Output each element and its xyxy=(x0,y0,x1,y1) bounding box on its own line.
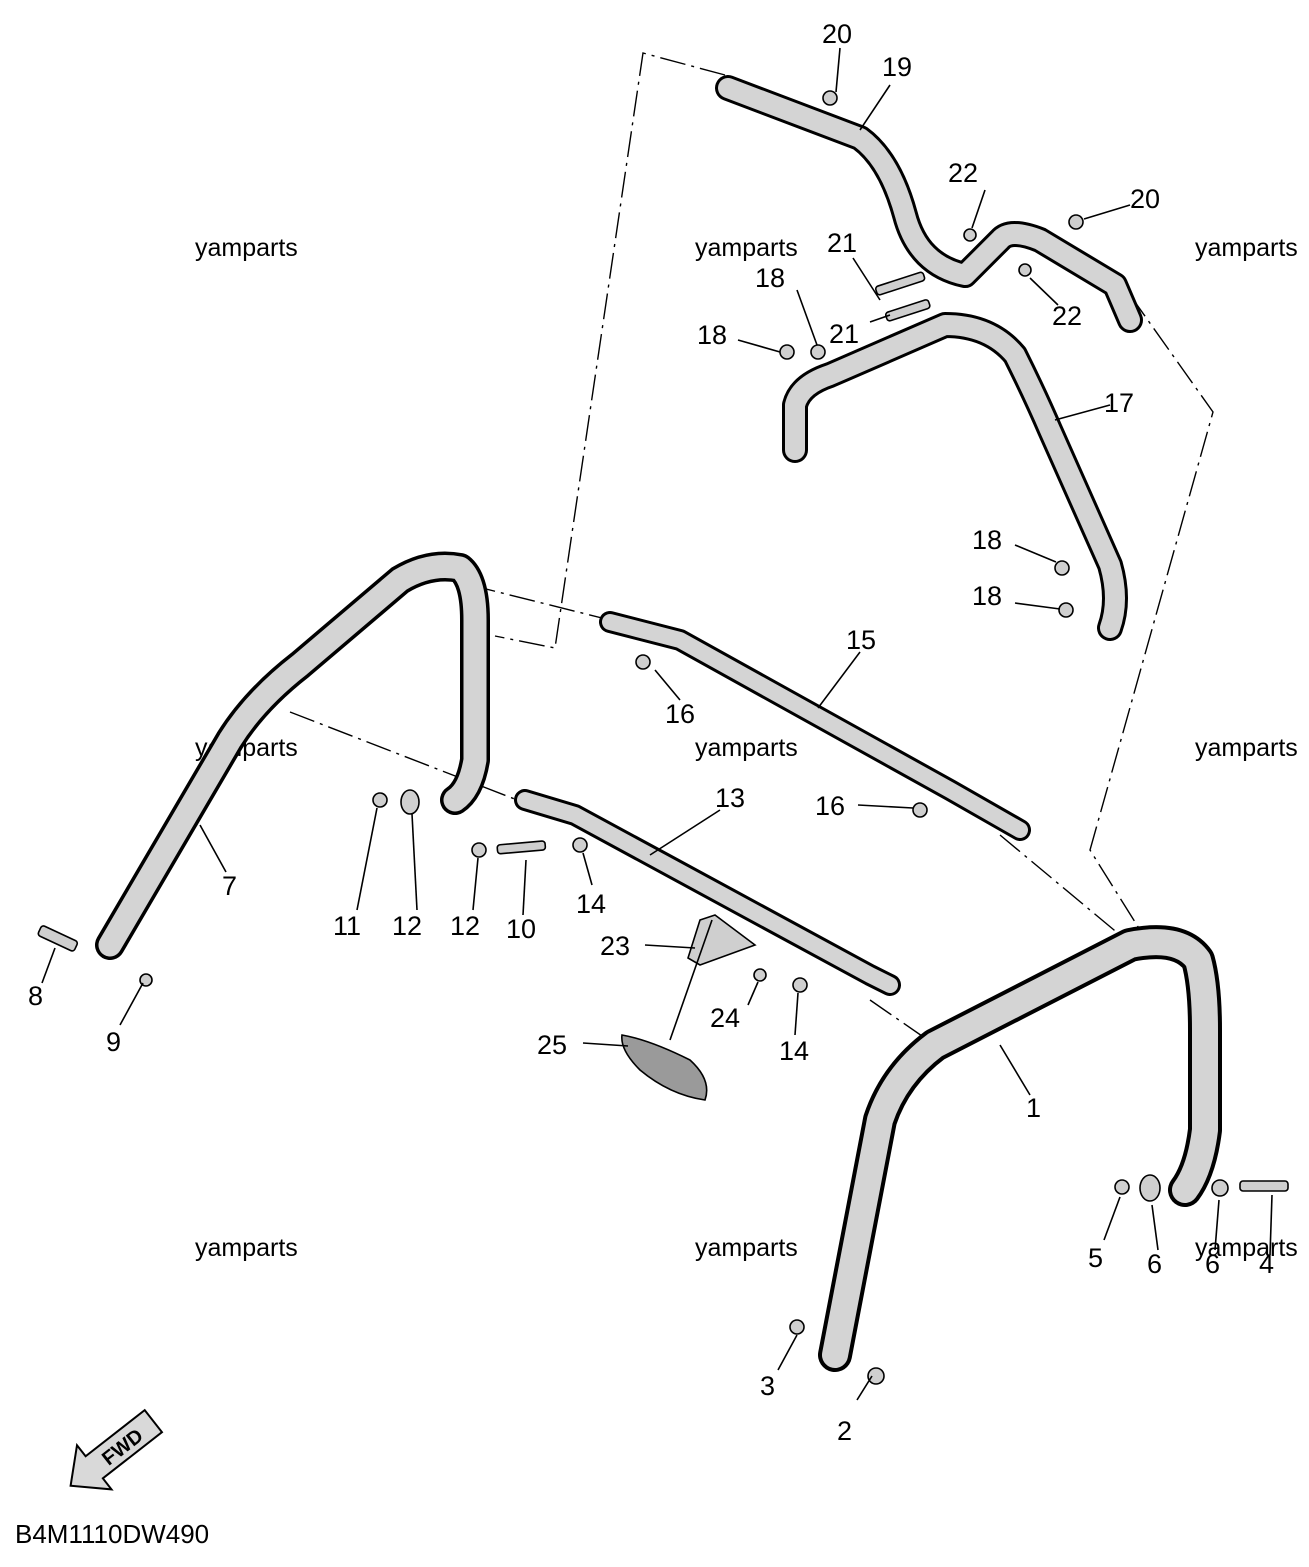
callout-12: 12 xyxy=(450,911,480,941)
assembly-lines xyxy=(289,52,1214,1046)
callout-21: 21 xyxy=(829,319,859,349)
hoop-7 xyxy=(95,551,490,960)
diagram-code: B4M1110DW490 xyxy=(15,1519,209,1549)
assembly-line xyxy=(429,574,611,621)
callout-18: 18 xyxy=(972,581,1002,611)
hoop-1 xyxy=(818,925,1222,1372)
nut-24 xyxy=(753,968,767,982)
callout-12: 12 xyxy=(392,911,422,941)
callout-18: 18 xyxy=(972,525,1002,555)
callout-16: 16 xyxy=(665,699,695,729)
cover-25 xyxy=(621,1034,708,1101)
bracket-23 xyxy=(687,914,757,966)
bolt-10 xyxy=(496,840,547,855)
callout-7: 7 xyxy=(222,871,237,901)
callout-25: 25 xyxy=(537,1030,567,1060)
fwd-arrow-icon xyxy=(69,1408,164,1491)
bolt-21 xyxy=(874,271,926,296)
bolt-20 xyxy=(1068,214,1084,230)
bolt-21 xyxy=(884,299,931,322)
bolt-18 xyxy=(779,344,795,360)
bolt-16 xyxy=(635,654,651,670)
callout-14: 14 xyxy=(576,889,606,919)
bolt-16 xyxy=(912,802,928,818)
callout-23: 23 xyxy=(600,931,630,961)
nut-3 xyxy=(789,1319,805,1335)
bolt-4 xyxy=(1239,1180,1289,1192)
washer-6 xyxy=(1139,1174,1161,1202)
callouts: 1 2 3 4 5 6 6 7 8 9 10 11 12 12 13 14 14… xyxy=(28,19,1274,1446)
callout-15: 15 xyxy=(846,625,876,655)
fwd-arrow: FWD xyxy=(69,1408,164,1491)
hardware xyxy=(37,90,1289,1385)
bolt-18 xyxy=(1058,602,1074,618)
bar-15 xyxy=(599,611,1031,841)
bar-19 xyxy=(715,75,1143,333)
callout-18: 18 xyxy=(697,320,727,350)
washer-12 xyxy=(471,842,487,858)
callout-10: 10 xyxy=(506,914,536,944)
tubes xyxy=(95,75,1222,1372)
leader-lines xyxy=(41,47,1273,1401)
callout-2: 2 xyxy=(837,1416,852,1446)
callout-11: 11 xyxy=(333,911,361,941)
nut-11 xyxy=(372,792,388,808)
bolt-14 xyxy=(572,837,588,853)
callout-5: 5 xyxy=(1088,1243,1103,1273)
bolt-2 xyxy=(867,1367,885,1385)
bolt-14 xyxy=(792,977,808,993)
callout-22: 22 xyxy=(1052,301,1082,331)
watermark: yamparts xyxy=(195,1234,298,1262)
watermark: yamparts xyxy=(695,234,798,262)
watermark: yamparts xyxy=(695,734,798,762)
watermark: yamparts xyxy=(1195,234,1298,262)
watermark: yamparts xyxy=(1195,1234,1298,1262)
callout-8: 8 xyxy=(28,981,43,1011)
callout-6: 6 xyxy=(1205,1249,1220,1279)
assembly-line xyxy=(494,52,726,649)
assembly-line xyxy=(289,711,526,804)
washer-12 xyxy=(400,789,420,815)
nut-22 xyxy=(1018,263,1032,277)
watermark: yamparts xyxy=(1195,734,1298,762)
bar-17 xyxy=(782,312,1128,641)
assembly-line xyxy=(999,834,1121,936)
washer-6 xyxy=(1211,1179,1229,1197)
watermark: yamparts xyxy=(195,234,298,262)
callout-16: 16 xyxy=(815,791,845,821)
callout-4: 4 xyxy=(1259,1249,1274,1279)
callout-21: 21 xyxy=(827,228,857,258)
callout-24: 24 xyxy=(710,1003,740,1033)
bolt-8 xyxy=(37,925,79,952)
callout-20: 20 xyxy=(822,19,852,49)
watermarks: yamparts yamparts yamparts yamparts yamp… xyxy=(195,234,1298,1262)
bolt-18 xyxy=(1054,560,1070,576)
callout-9: 9 xyxy=(106,1027,121,1057)
callout-18: 18 xyxy=(755,263,785,293)
bolt-18 xyxy=(810,344,826,360)
callout-1: 1 xyxy=(1026,1093,1041,1123)
bolt-20 xyxy=(822,90,838,106)
callout-14: 14 xyxy=(779,1036,809,1066)
callout-19: 19 xyxy=(882,52,912,82)
nut-22 xyxy=(963,228,977,242)
callout-13: 13 xyxy=(715,783,745,813)
bar-13 xyxy=(514,789,901,996)
callout-3: 3 xyxy=(760,1371,775,1401)
nut-5 xyxy=(1114,1179,1130,1195)
callout-20: 20 xyxy=(1130,184,1160,214)
callout-6: 6 xyxy=(1147,1249,1162,1279)
watermark: yamparts xyxy=(695,1234,798,1262)
callout-22: 22 xyxy=(948,158,978,188)
callout-17: 17 xyxy=(1104,388,1134,418)
assembly-line xyxy=(1089,294,1214,931)
